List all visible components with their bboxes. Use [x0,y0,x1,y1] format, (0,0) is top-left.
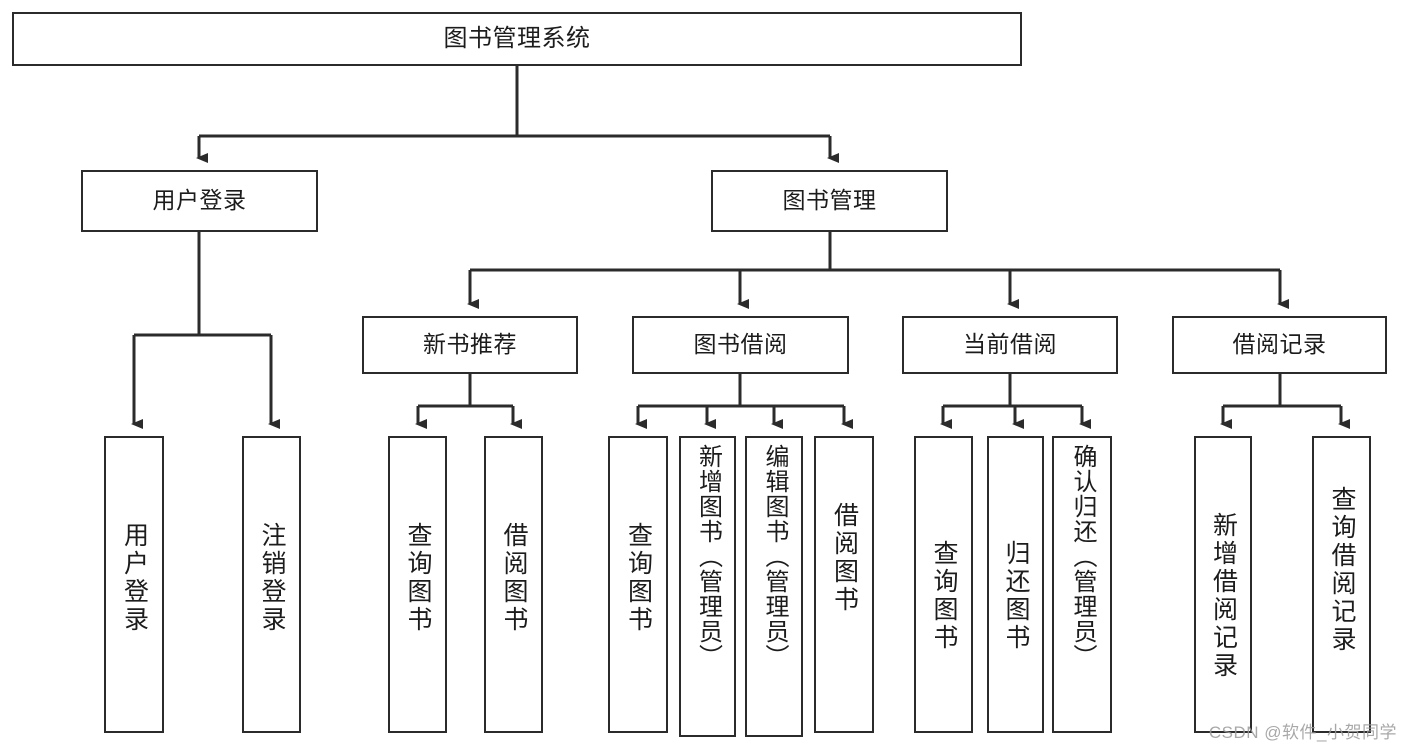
node-label: 借阅图书 [830,502,859,614]
node-leaf-user-logout[interactable]: 注销登录 [242,436,301,733]
node-leaf-user-login[interactable]: 用户登录 [104,436,164,733]
node-leaf-query-book-current[interactable]: 查询图书 [914,436,973,733]
node-leaf-confirm-return-admin[interactable]: 确认归还（管理员） [1052,436,1112,733]
node-new-book-recommend[interactable]: 新书推荐 [362,316,578,374]
node-label: 查询图书 [624,522,653,634]
node-label: 图书管理 [782,187,877,214]
node-label: 用户登录 [152,187,247,214]
node-label: 注销登录 [258,522,286,634]
node-leaf-query-book-recommend[interactable]: 查询图书 [388,436,447,733]
node-label: 当前借阅 [963,331,1057,358]
node-leaf-borrow-book[interactable]: 借阅图书 [814,436,874,733]
node-label: 确认归还（管理员） [1069,444,1096,669]
node-root-system[interactable]: 图书管理系统 [12,12,1022,66]
node-label: 新增图书（管理员） [694,444,722,669]
node-leaf-borrow-book-recommend[interactable]: 借阅图书 [484,436,543,733]
node-label: 用户登录 [120,522,149,634]
node-leaf-query-book-borrow[interactable]: 查询图书 [608,436,668,733]
node-book-borrow[interactable]: 图书借阅 [632,316,849,374]
node-leaf-add-book-admin[interactable]: 新增图书（管理员） [679,436,736,737]
node-leaf-add-borrow-record[interactable]: 新增借阅记录 [1194,436,1252,733]
node-label: 借阅记录 [1232,331,1327,358]
node-label: 新书推荐 [423,331,517,358]
node-borrow-record[interactable]: 借阅记录 [1172,316,1387,374]
csdn-watermark: CSDN @软件_小贺同学 [1208,723,1397,742]
node-label: 查询图书 [930,540,958,652]
node-leaf-return-book[interactable]: 归还图书 [987,436,1044,733]
node-label: 查询图书 [404,522,432,634]
node-user-login[interactable]: 用户登录 [81,170,318,232]
node-label: 编辑图书（管理员） [761,444,788,669]
node-leaf-edit-book-admin[interactable]: 编辑图书（管理员） [745,436,803,737]
node-label: 借阅图书 [500,522,528,634]
node-label: 新增借阅记录 [1209,512,1238,680]
node-label: 图书借阅 [693,331,788,358]
node-current-borrow[interactable]: 当前借阅 [902,316,1118,374]
node-leaf-query-borrow-record[interactable]: 查询借阅记录 [1312,436,1371,733]
node-label: 归还图书 [1002,540,1030,652]
node-label: 查询借阅记录 [1328,486,1356,654]
node-label: 图书管理系统 [443,24,591,52]
node-book-manage[interactable]: 图书管理 [711,170,948,232]
